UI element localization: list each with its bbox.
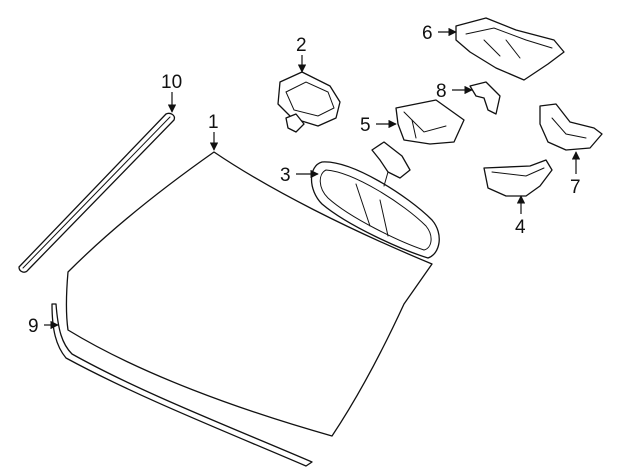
rear-view-mirror-part	[310, 141, 440, 259]
callout-6-label: 6	[422, 23, 433, 44]
callout-7-label: 7	[570, 177, 581, 198]
trim-cover-part	[483, 159, 553, 197]
callout-8-label: 8	[436, 81, 447, 102]
side-cover-part	[539, 103, 603, 151]
side-molding-part	[18, 112, 176, 273]
rain-sensor-part	[277, 71, 341, 133]
windshield-glass-part	[65, 151, 433, 437]
callout-2-label: 2	[296, 35, 307, 56]
callout-9-label: 9	[28, 316, 39, 337]
callout-4-label: 4	[515, 217, 526, 238]
clip-part	[469, 81, 501, 115]
callout-1-label: 1	[208, 112, 219, 133]
callout-10-label: 10	[161, 72, 182, 93]
upper-cover-part	[455, 17, 565, 81]
lower-molding-part	[51, 303, 313, 467]
mirror-cover-bracket-part	[395, 99, 465, 145]
callout-3-label: 3	[280, 165, 291, 186]
callout-5-label: 5	[360, 115, 371, 136]
